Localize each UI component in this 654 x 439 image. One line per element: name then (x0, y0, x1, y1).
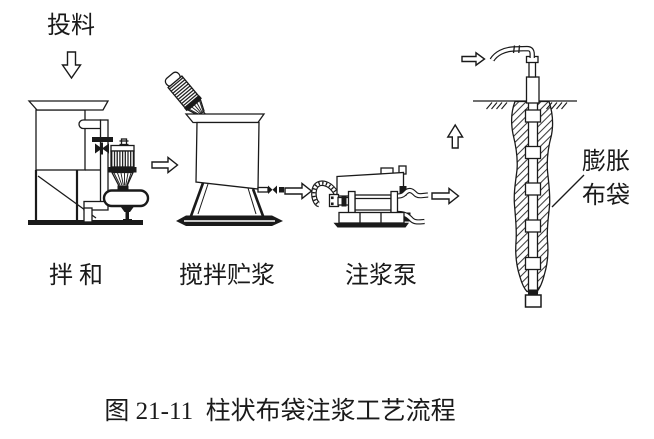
agitator-machine (164, 71, 284, 226)
flow-arrow-2-icon (284, 182, 313, 200)
tank-body (35, 109, 86, 171)
figure-caption: 图 21-11 柱状布袋注浆工艺流程 (104, 398, 456, 425)
tilted-motor-icon (164, 71, 207, 119)
expansion-bag-label-line2: 布袋 (582, 183, 630, 209)
flow-arrow-3-icon (431, 187, 460, 205)
outlet-nozzle (257, 185, 284, 194)
bottom-cap (524, 294, 542, 308)
inlet-hose (311, 180, 340, 208)
pump-pill-body (102, 189, 150, 208)
tank-body (195, 121, 260, 190)
pipe-flange (92, 137, 113, 142)
expansion-bag-label: 膨胀 布袋 (582, 145, 630, 213)
pump-base (338, 211, 405, 224)
grout-pump-machine (311, 165, 429, 228)
expansion-bag-label-line1: 膨胀 (582, 149, 630, 175)
tank-rim (184, 113, 266, 124)
mixing-machine (27, 100, 150, 225)
wellhead-flow-arrow-icon (461, 51, 486, 67)
valve-icon (95, 142, 109, 155)
feed-down-arrow-icon (61, 51, 82, 80)
feed-label: 投料 (47, 13, 95, 39)
motor-icon (107, 138, 137, 190)
borehole-assembly (473, 45, 585, 308)
wellhead-pipe (489, 45, 539, 78)
agitate-storage-label: 搅拌贮浆 (179, 263, 275, 289)
up-flow-arrow-icon (446, 123, 464, 149)
mixing-label: 拌和 (49, 263, 109, 289)
casing-pipe (525, 76, 540, 104)
pump-cylinder (354, 194, 392, 215)
tank-rim (27, 100, 110, 111)
pipe (99, 119, 109, 204)
grout-pump-label: 注浆泵 (345, 263, 417, 289)
pump-foot (120, 206, 134, 222)
pipe-couplings (524, 109, 542, 271)
label-leader-line (551, 174, 585, 208)
flow-arrow-1-icon (151, 156, 179, 174)
